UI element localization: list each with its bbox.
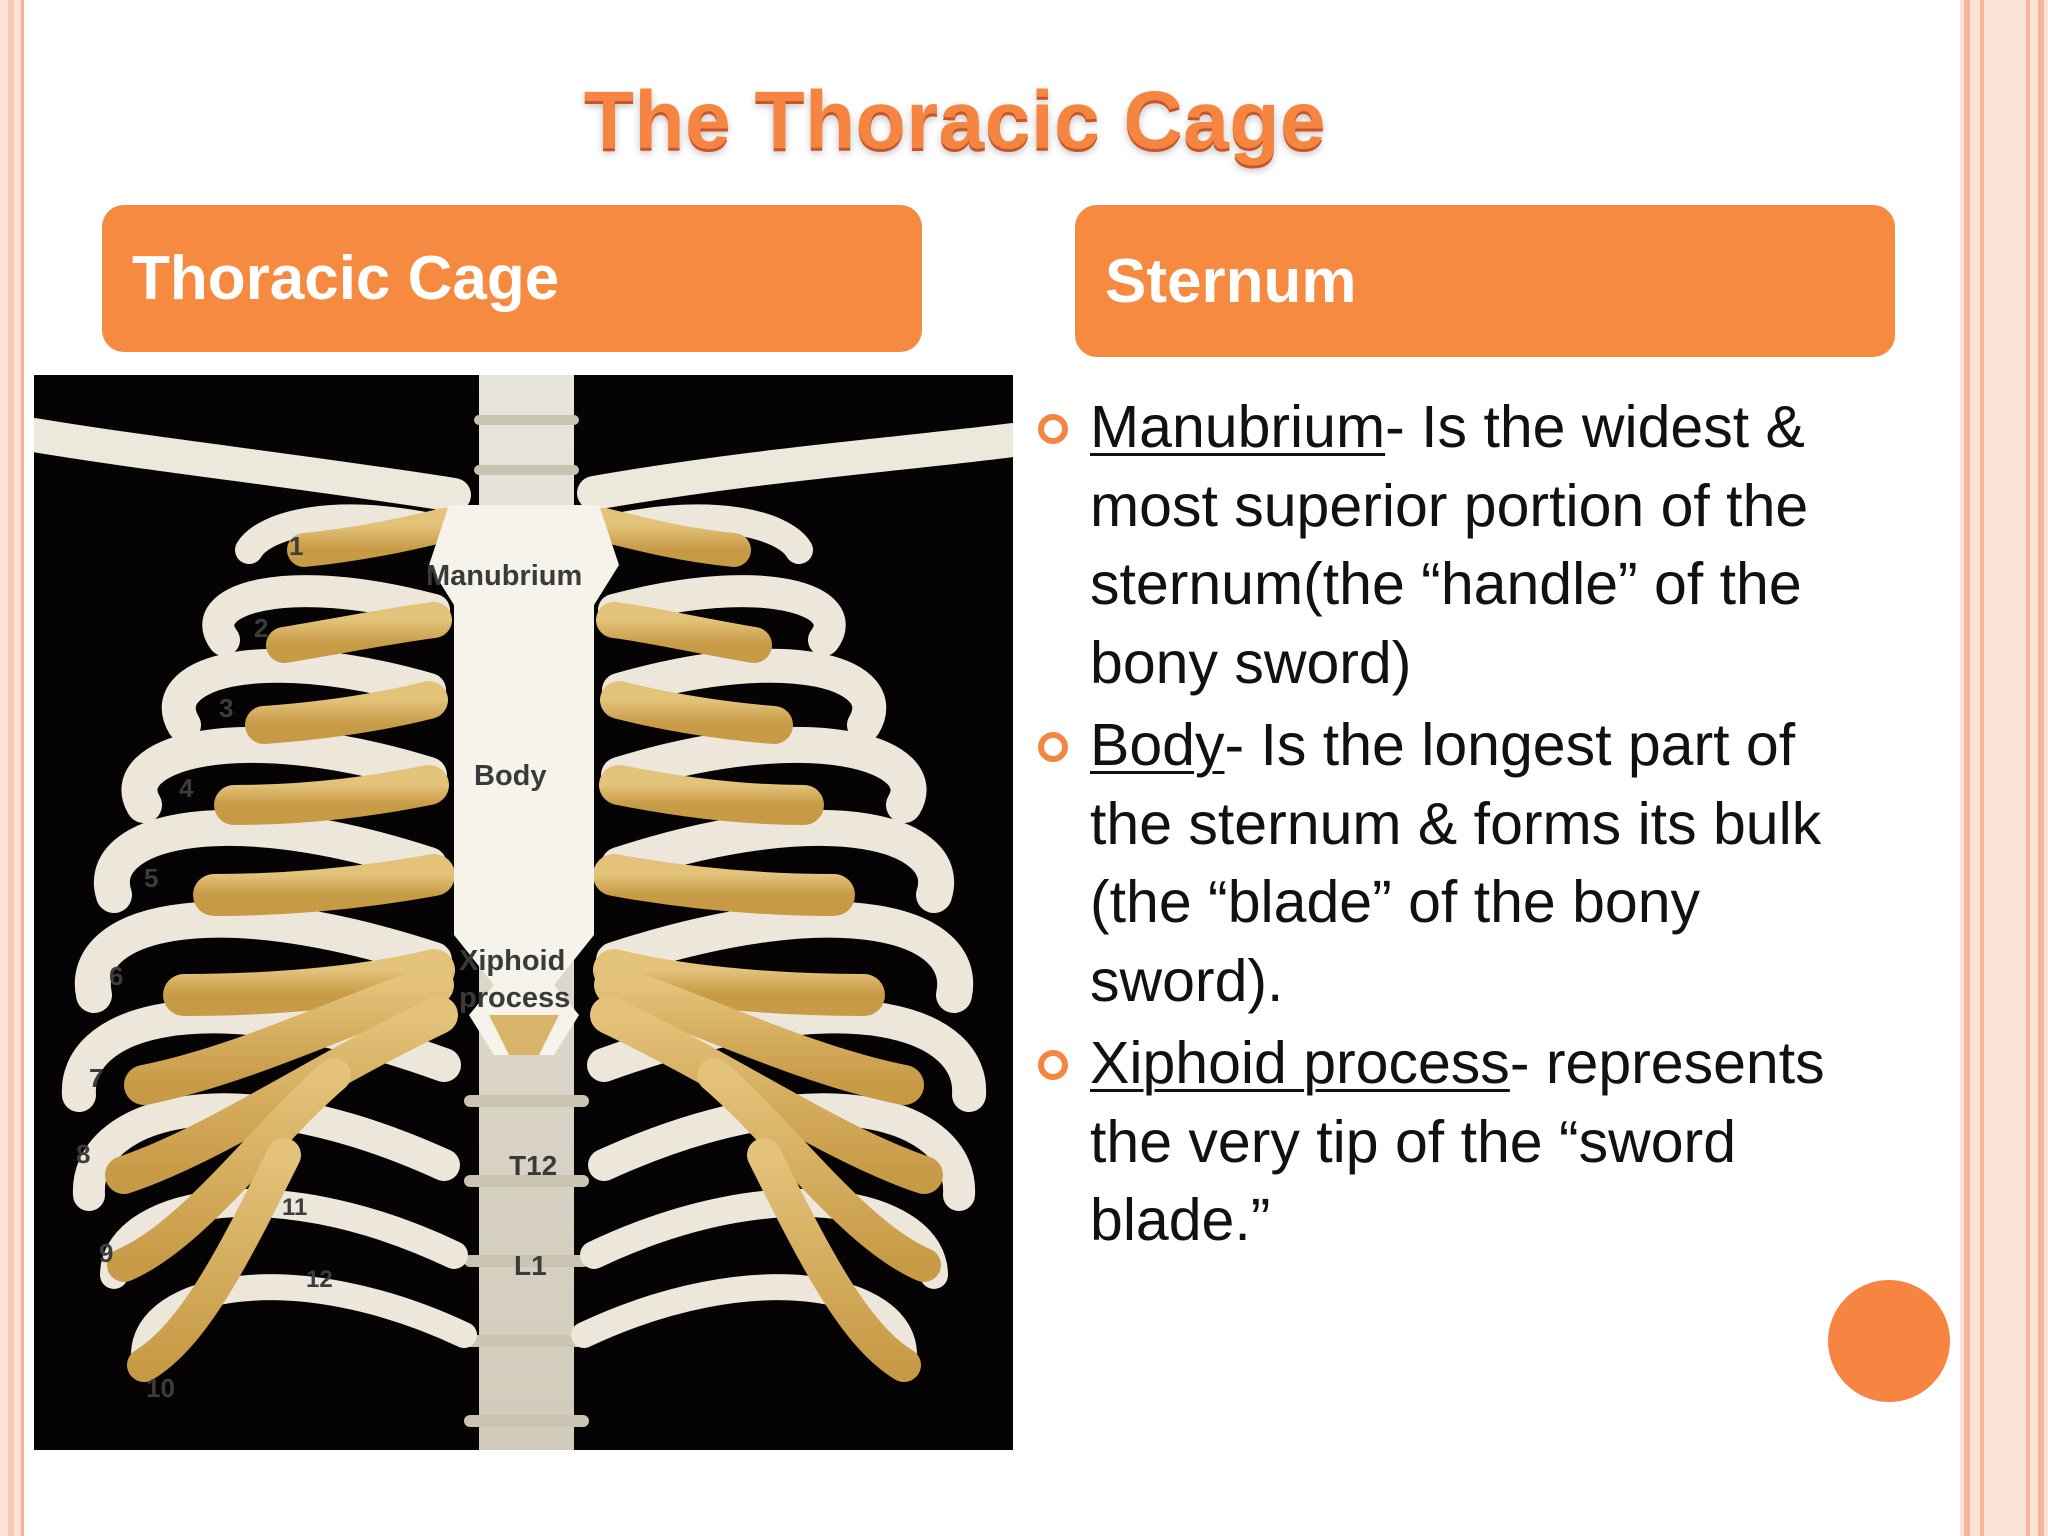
sternum-parts-list: Manubrium- Is the widest & most superior… — [1030, 388, 1890, 1264]
manubrium-label: Manubrium — [426, 560, 582, 592]
rib-number-12: 12 — [306, 1266, 333, 1293]
right-border-decoration — [1960, 0, 2048, 1536]
rib-number-2: 2 — [254, 613, 268, 643]
sternum-header-label: Sternum — [1105, 246, 1357, 316]
rib-number-4: 4 — [179, 773, 194, 803]
rib-number-5: 5 — [144, 863, 158, 893]
l1-label: L1 — [514, 1250, 547, 1281]
thoracic-cage-image: Manubrium Body Xiphoid process T12 L1 1 … — [34, 375, 1013, 1450]
bullet-ring-icon — [1038, 1050, 1068, 1080]
bullet-ring-icon — [1038, 414, 1068, 444]
rib-number-11: 11 — [282, 1194, 307, 1221]
xiphoid-label-line1: Xiphoid — [459, 945, 565, 977]
rib-number-6: 6 — [109, 961, 123, 991]
bullet-ring-icon — [1038, 732, 1068, 762]
bullet-xiphoid-process: Xiphoid process- represents the very tip… — [1030, 1024, 1890, 1260]
rib-number-8: 8 — [76, 1139, 90, 1169]
rib-number-9: 9 — [99, 1238, 113, 1268]
sternum-header: Sternum — [1075, 205, 1895, 357]
rib-number-1: 1 — [289, 531, 303, 561]
thoracic-cage-header: Thoracic Cage — [102, 205, 922, 352]
left-border-decoration — [0, 0, 24, 1536]
bullet-text: - represents the very tip of the “sword … — [1090, 1030, 1825, 1253]
slide-title: The Thoracic Cage — [583, 75, 1327, 166]
bullet-term: Manubrium — [1090, 394, 1386, 460]
rib-number-3: 3 — [219, 693, 233, 723]
thoracic-cage-header-label: Thoracic Cage — [132, 244, 560, 313]
t12-label: T12 — [509, 1150, 557, 1181]
body-label: Body — [474, 760, 547, 792]
bullet-text: - Is the longest part of the sternum & f… — [1090, 712, 1822, 1014]
decorative-orange-circle — [1828, 1280, 1950, 1402]
bullet-term: Body — [1090, 712, 1225, 778]
rib-cage-illustration: Manubrium Body Xiphoid process T12 L1 1 … — [34, 375, 1013, 1450]
rib-number-7: 7 — [89, 1063, 103, 1093]
bullet-manubrium: Manubrium- Is the widest & most superior… — [1030, 388, 1890, 702]
rib-number-10: 10 — [146, 1373, 175, 1403]
bullet-term: Xiphoid process — [1090, 1030, 1510, 1096]
bullet-text: - Is the widest & most superior portion … — [1090, 394, 1809, 696]
bullet-body: Body- Is the longest part of the sternum… — [1030, 706, 1890, 1020]
xiphoid-label-line2: process — [459, 982, 570, 1014]
